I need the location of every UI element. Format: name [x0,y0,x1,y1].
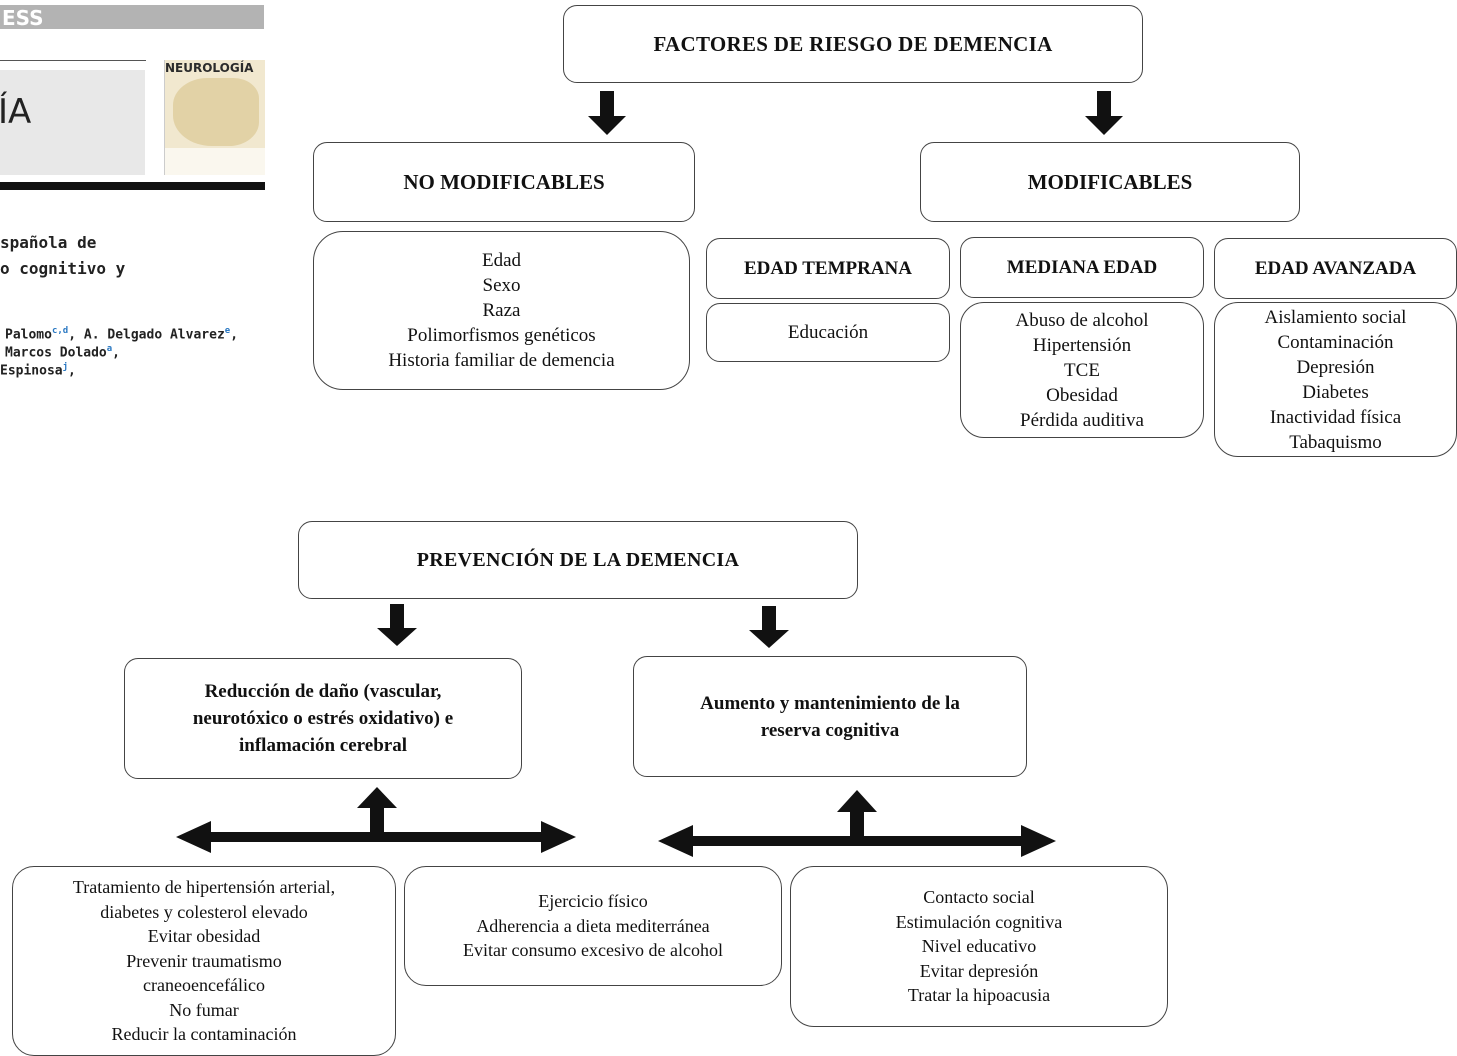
author-affiliation: e [224,326,231,336]
author-affiliation: a [106,344,113,354]
early-age-label: EDAD TEMPRANA [743,257,912,279]
journal-cover-title: NEUROLOGÍA [165,61,254,75]
damage-reduction-text: neurotóxico o estrés oxidativo) e [192,708,454,729]
risk-item: Polimorfismos genéticos [407,325,596,346]
prevention-item: Adherencia a dieta mediterránea [476,915,710,936]
early-age-header-box: EDAD TEMPRANA [706,238,950,299]
late-age-label: EDAD AVANZADA [1254,257,1417,279]
cognitive-reserve-text: reserva cognitiva [760,719,900,741]
prevention-title-box: PREVENCIÓN DE LA DEMENCIA [298,521,858,599]
risk-item: Edad [481,250,522,271]
journal-header-panel: ÍA [0,70,145,175]
risk-item: Depresión [1296,356,1375,378]
risk-factors-title-box: FACTORES DE RIESGO DE DEMENCIA [563,5,1143,83]
cognitive-measures-box: Contacto social Estimulación cognitiva N… [790,866,1168,1027]
prevention-item: craneoencefálico [143,975,265,996]
risk-item: Abuso de alcohol [1015,309,1149,331]
midlife-list-box: Abuso de alcohol Hipertensión TCE Obesid… [960,302,1204,438]
prevention-item: Evitar depresión [919,960,1039,981]
cover-brain-image [173,78,259,146]
arrow-down-no-modificables [588,91,626,135]
press-banner: ESS [0,5,264,30]
press-banner-text: ESS [2,6,44,30]
risk-item: Contaminación [1277,331,1394,353]
prevention-item: diabetes y colesterol elevado [100,901,308,922]
author-affiliation: c,d [51,326,69,336]
risk-item: Historia familiar de demencia [388,350,615,371]
risk-item: Hipertensión [1032,334,1132,356]
prevention-item: Ejercicio físico [538,891,648,912]
midlife-label: MEDIANA EDAD [1006,256,1158,278]
risk-factors-title: FACTORES DE RIESGO DE DEMENCIA [653,31,1053,56]
lifestyle-measures-box: Ejercicio físico Adherencia a dieta medi… [404,866,782,986]
risk-item: Pérdida auditiva [1020,409,1144,431]
double-arrow-left [176,787,576,853]
risk-item: Aislamiento social [1264,306,1407,328]
cover-lower-band [165,148,265,175]
author-separator: , [68,363,76,379]
midlife-header-box: MEDIANA EDAD [960,237,1204,298]
risk-item: Inactividad física [1269,406,1402,428]
cognitive-reserve-box: Aumento y mantenimiento de la reserva co… [633,656,1027,777]
article-title-line2: o cognitivo y [0,259,126,278]
author-line-3: Espinosaj, [0,362,76,378]
header-divider-top [0,60,146,61]
late-age-header-box: EDAD AVANZADA [1214,238,1457,299]
non-modifiable-header-box: NO MODIFICABLES [313,142,695,222]
author-affiliation: j [62,362,69,372]
early-age-list-box: Educación [706,303,950,362]
prevention-item: Estimulación cognitiva [895,911,1063,932]
risk-item: Obesidad [1046,384,1118,406]
risk-item: TCE [1064,359,1100,381]
header-divider-bottom [0,182,265,190]
prevention-item: Evitar obesidad [147,926,261,947]
journal-cover-thumbnail: NEUROLOGÍA [164,60,265,175]
article-title-line1: spañola de [0,233,97,252]
prevention-title: PREVENCIÓN DE LA DEMENCIA [416,548,740,571]
prevention-item: Tratamiento de hipertensión arterial, [72,877,336,898]
double-arrow-right [658,790,1056,857]
prevention-item: Reducir la contaminación [111,1024,297,1045]
risk-item: Educación [787,322,869,343]
prevention-item: Contacto social [923,887,1035,908]
author-name: Palomo [5,327,52,343]
damage-reduction-box: Reducción de daño (vascular, neurotóxico… [124,658,522,779]
late-age-list-box: Aislamiento social Contaminación Depresi… [1214,302,1457,457]
modifiable-label: MODIFICABLES [1027,169,1193,194]
author-line-1: Palomoc,d, A. Delgado Alvareze, [5,326,238,342]
risk-item: Tabaquismo [1289,431,1382,453]
author-name: Marcos Dolado [5,345,107,361]
journal-name-fragment: ÍA [0,92,32,132]
arrow-down-modificables [1085,91,1123,135]
damage-reduction-text: inflamación cerebral [239,735,407,756]
arrow-down-cognitive-reserve [749,606,789,648]
risk-item: Raza [482,300,521,321]
author-name: Espinosa [0,363,63,379]
non-modifiable-list-box: Edad Sexo Raza Polimorfismos genéticos H… [313,231,690,390]
author-separator: , [230,327,239,343]
damage-reduction-text: Reducción de daño (vascular, [204,681,442,702]
prevention-item: Prevenir traumatismo [126,950,282,971]
author-separator: , [112,345,120,361]
cognitive-reserve-text: Aumento y mantenimiento de la [700,692,960,714]
vascular-measures-box: Tratamiento de hipertensión arterial, di… [12,866,396,1056]
modifiable-header-box: MODIFICABLES [920,142,1300,222]
prevention-item: No fumar [169,999,239,1020]
author-name: , A. Delgado Alvarez [68,327,225,343]
risk-item: Sexo [482,275,521,296]
arrow-down-damage-reduction [377,604,417,646]
author-line-2: Marcos Doladoa, [5,344,120,360]
prevention-item: Tratar la hipoacusia [907,985,1051,1006]
risk-item: Diabetes [1302,381,1369,403]
non-modifiable-label: NO MODIFICABLES [403,169,605,194]
prevention-item: Evitar consumo excesivo de alcohol [463,940,723,961]
prevention-item: Nivel educativo [921,936,1037,957]
